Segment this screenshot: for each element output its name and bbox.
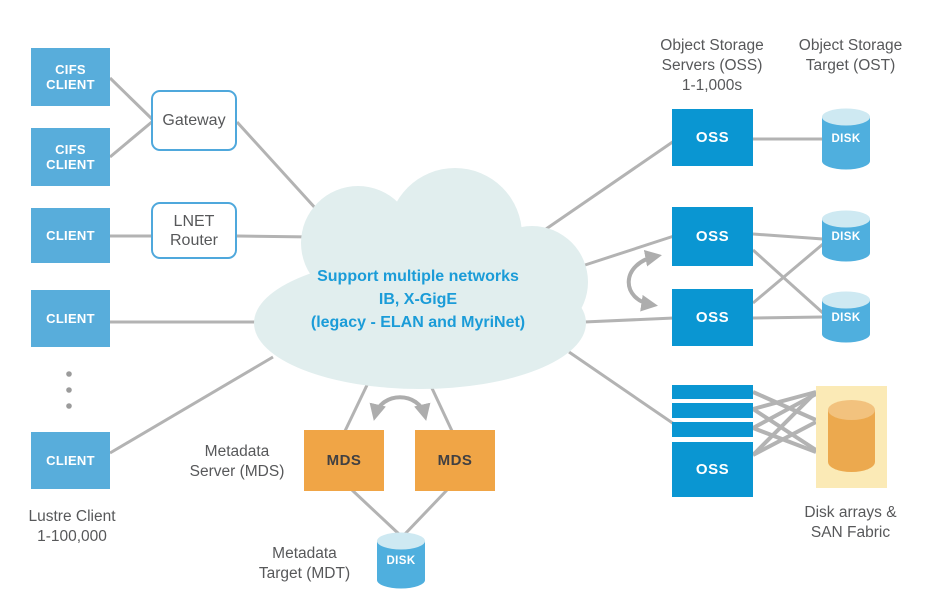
line-cifs2-gateway [109, 119, 154, 159]
oss-heading-label: Object Storage Servers (OSS) 1-1,000s [660, 37, 764, 94]
line-cloud-oss-mid2 [583, 316, 675, 324]
cloud-caption: Support multiple networks IB, X-GigE (le… [248, 265, 588, 334]
oss-server-bar-3 [672, 422, 753, 437]
cifs-client-node-1: CIFS CLIENT [31, 48, 110, 106]
network-cloud [254, 168, 588, 389]
line-cloud-mds2 [428, 383, 454, 432]
line-gateway-cloud [235, 120, 329, 223]
disk-cylinder-ost-mid2 [822, 291, 870, 343]
lustre-client-label: Lustre Client 1-100,000 [28, 508, 116, 545]
oss-node-mid-2: OSS [672, 289, 753, 346]
client-node-2: CLIENT [31, 290, 110, 347]
disk-cylinder-ost-mid1 [822, 210, 870, 262]
oss-node-top: OSS [672, 109, 753, 166]
line-oss2-disk2 [752, 315, 824, 320]
client-node-3: CLIENT [31, 432, 110, 489]
line-cloud-mds1 [343, 382, 370, 432]
line-cloud-oss-mid1 [581, 234, 675, 268]
line-cloud-oss-top [545, 139, 675, 231]
gateway-node: Gateway [151, 90, 237, 151]
mds-failover-arrow-icon [369, 395, 431, 421]
line-oss1-disk2 [751, 248, 825, 315]
cifs-client-node-2: CIFS CLIENT [31, 128, 110, 186]
line-cifs1-gateway [108, 76, 155, 122]
line-oss1-disk1 [752, 232, 824, 241]
line-cloud-oss-bottom [568, 350, 675, 426]
disk-label-ost-mid-1: DISK [831, 231, 861, 243]
disk-label-ost-top: DISK [831, 133, 861, 145]
connector-lines [108, 76, 825, 537]
san-cylinder-icon [828, 400, 875, 472]
san-fabric-label: Disk arrays & SAN Fabric [804, 504, 897, 541]
oss-node-mid-1: OSS [672, 207, 753, 266]
cloud-caption-line-1: Support multiple networks [317, 268, 519, 285]
ellipsis-dots [66, 371, 72, 409]
line-lnet-cloud [236, 234, 315, 239]
cloud-caption-line-3: (legacy - ELAN and MyriNet) [310, 314, 526, 331]
disk-cylinder-ost-top [822, 108, 870, 170]
mds-node-1: MDS [304, 430, 384, 491]
disk-label-ost-mid-2: DISK [831, 312, 861, 324]
oss-server-bar-1 [672, 385, 753, 399]
line-mds2-mdt [402, 488, 449, 537]
oss-node-bottom: OSS [672, 442, 753, 497]
client-node-1: CLIENT [31, 208, 110, 263]
lnet-router-node: LNET Router [151, 202, 237, 259]
cloud-caption-line-2: IB, X-GigE [378, 291, 458, 308]
san-fabric-mesh [751, 390, 818, 457]
mds-node-2: MDS [415, 430, 495, 491]
disk-cylinder-mdt [377, 532, 425, 589]
line-client3-cloud [109, 355, 274, 455]
mds-label: Metadata Server (MDS) [189, 443, 285, 480]
ost-heading-label: Object Storage Target (OST) [798, 37, 903, 74]
disk-label-mdt: DISK [386, 555, 416, 567]
line-oss2-disk1 [752, 242, 824, 305]
line-mds1-mdt [350, 488, 402, 537]
mdt-label: Metadata Target (MDT) [258, 545, 351, 582]
oss-failover-arrow-icon [626, 249, 662, 312]
oss-server-bar-2 [672, 403, 753, 418]
